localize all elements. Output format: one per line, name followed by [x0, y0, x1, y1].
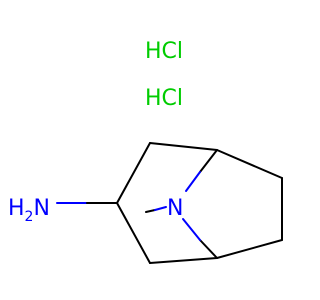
bond-c3-c4 — [116, 202, 151, 264]
bond-n8-methyl-carbon-half — [145, 209, 156, 213]
amine-subscript: 2 — [25, 209, 34, 225]
salt-label-hcl-2: HCl — [145, 86, 183, 111]
bond-c1-c7 — [216, 149, 283, 179]
bond-c1-n8-carbon-half — [199, 149, 218, 173]
bridge-nitrogen-label: N — [167, 196, 183, 221]
bond-c1-n8-nitrogen-half — [185, 171, 201, 192]
bond-c5-n8-carbon-half — [199, 239, 218, 259]
bond-n8-methyl-nitrogen-half — [154, 206, 167, 211]
amine-n: N — [33, 196, 49, 221]
molecule-structure-diagram: HCl HCl H2N N — [8, 39, 283, 264]
amine-label: H2N — [8, 196, 50, 225]
amine-h: H — [8, 196, 25, 221]
bond-c6-c5 — [216, 239, 283, 259]
bond-c3-c2 — [116, 142, 151, 204]
bond-c4-c5 — [149, 257, 218, 264]
salt-label-hcl-1: HCl — [145, 39, 183, 64]
bond-c5-n8-nitrogen-half — [182, 218, 201, 241]
bond-c2-c1 — [149, 142, 218, 151]
